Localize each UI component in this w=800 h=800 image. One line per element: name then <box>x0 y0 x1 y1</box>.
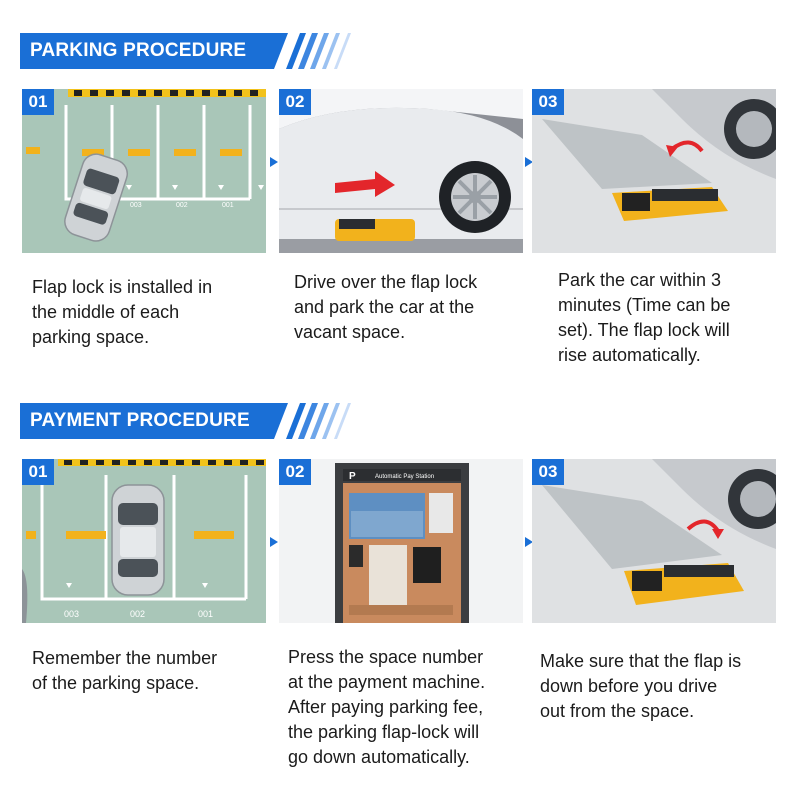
banner-stripes <box>286 33 351 69</box>
step-number: 01 <box>22 459 54 485</box>
step-image-car-side: 02 <box>279 89 523 253</box>
step-caption: Remember the number of the parking space… <box>32 648 218 693</box>
step-image-pay-station: 02 P Automatic Pay Station <box>279 459 523 623</box>
step-caption: Flap lock is installed in the middle of … <box>32 277 213 347</box>
machine-brand: P <box>349 471 356 482</box>
step-image-lot-aerial: 01 003 002 001 <box>22 89 266 253</box>
direction-arrow-icon <box>335 171 395 197</box>
chevron-right-icon <box>270 537 278 547</box>
step-caption: Park the car within 3 minutes (Time can … <box>558 270 731 365</box>
step-caption: Press the space number at the payment ma… <box>288 647 486 767</box>
lot-label: 003 <box>64 609 79 619</box>
step-number: 03 <box>532 89 564 115</box>
payment-procedure-banner: PAYMENT PROCEDURE <box>20 403 351 439</box>
down-arrow-icon <box>712 529 724 539</box>
lot-label: 002 <box>176 202 188 209</box>
step-number: 03 <box>532 459 564 485</box>
step-number: 02 <box>279 459 311 485</box>
step-caption: Make sure that the flap is down before y… <box>540 651 742 721</box>
lot-label: 001 <box>198 609 213 619</box>
car-top-view <box>64 153 129 242</box>
step-caption: Drive over the flap lock and park the ca… <box>294 272 478 342</box>
step-image-flap-down: 03 <box>532 459 776 623</box>
lot-label: 001 <box>222 202 234 209</box>
chevron-right-icon <box>525 537 533 547</box>
step-image-lot-numbers: 01 003 002 001 <box>22 459 266 623</box>
lot-label: 003 <box>130 202 142 209</box>
car-top-view <box>111 484 165 596</box>
step-image-flap-rising: 03 <box>532 89 776 253</box>
section-title: PAYMENT PROCEDURE <box>20 403 288 439</box>
banner-stripes <box>286 403 351 439</box>
rise-arrow-icon <box>666 145 678 157</box>
chevron-right-icon <box>270 157 278 167</box>
parking-procedure-banner: PARKING PROCEDURE <box>20 33 351 69</box>
section-title: PARKING PROCEDURE <box>20 33 288 69</box>
step-number: 02 <box>279 89 311 115</box>
machine-title: Automatic Pay Station <box>375 474 434 480</box>
step-number: 01 <box>22 89 54 115</box>
lot-label: 002 <box>130 609 145 619</box>
chevron-right-icon <box>525 157 533 167</box>
